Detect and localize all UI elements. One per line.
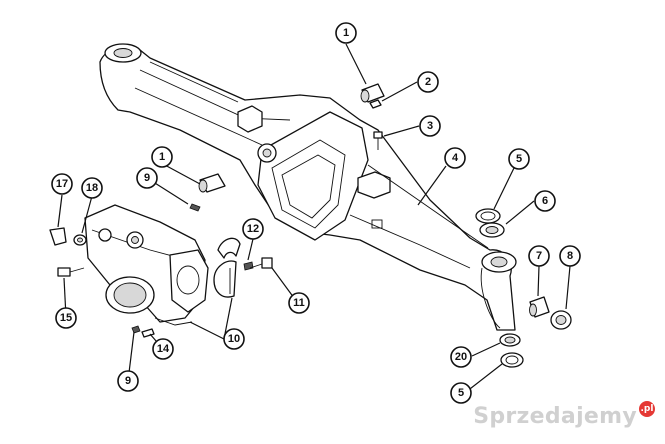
bearing-half-shells — [213, 237, 241, 298]
callout-4: 4 — [444, 147, 466, 169]
callout-8: 8 — [559, 245, 581, 267]
seal-8 — [550, 310, 572, 330]
callout-circle — [117, 370, 139, 392]
callout-circle — [444, 147, 466, 169]
bush-right — [529, 296, 550, 318]
callout-number: 5 — [458, 387, 464, 399]
callout-number: 2 — [425, 76, 431, 88]
callout-9: 9 — [136, 167, 158, 189]
callout-circle — [242, 218, 264, 240]
bracket — [49, 227, 67, 246]
callout-circle — [417, 71, 439, 93]
callout-number: 12 — [247, 223, 259, 235]
callout-number: 20 — [455, 351, 467, 363]
callout-circle — [151, 146, 173, 168]
bolt-right — [249, 257, 273, 269]
callout-circle — [508, 148, 530, 170]
callout-circle — [152, 338, 174, 360]
grease-fitting — [369, 99, 382, 109]
callout-number: 14 — [157, 343, 170, 355]
bush-upper — [360, 83, 385, 103]
callout-circle — [55, 307, 77, 329]
callout-6: 6 — [534, 190, 556, 212]
axle-housing — [99, 43, 517, 331]
callout-number: 11 — [293, 297, 305, 309]
callout-circle — [51, 173, 73, 195]
callout-number: 17 — [56, 178, 68, 190]
callout-number: 9 — [144, 172, 150, 184]
callout-number: 15 — [60, 312, 72, 324]
callout-circle — [419, 115, 441, 137]
callout-circle — [534, 190, 556, 212]
watermark-text: Sprzedajemy — [473, 403, 637, 429]
callout-5: 5 — [508, 148, 530, 170]
callout-7: 7 — [528, 245, 550, 267]
callout-number: 4 — [452, 152, 459, 164]
callout-3: 3 — [419, 115, 441, 137]
callout-number: 10 — [228, 333, 240, 345]
callout-number: 18 — [86, 182, 98, 194]
pin-12 — [243, 261, 254, 271]
bolt-left — [57, 267, 85, 277]
callout-circle — [223, 328, 245, 350]
washer — [73, 234, 87, 246]
callout-17: 17 — [51, 173, 73, 195]
callout-1: 1 — [151, 146, 173, 168]
bleed-screw — [373, 131, 383, 150]
dowel-pin-upper — [189, 203, 201, 212]
callout-number: 3 — [427, 120, 433, 132]
callout-number: 7 — [536, 250, 542, 262]
callout-number: 8 — [567, 250, 573, 262]
callout-5: 5 — [450, 382, 472, 404]
callout-number: 5 — [516, 153, 522, 165]
callout-1: 1 — [335, 22, 357, 44]
seal-lower — [500, 352, 524, 368]
callout-number: 6 — [542, 195, 548, 207]
callout-14: 14 — [152, 338, 174, 360]
callout-20: 20 — [450, 346, 472, 368]
callout-circle — [528, 245, 550, 267]
callout-circle — [335, 22, 357, 44]
callout-number: 9 — [125, 375, 131, 387]
callout-circle — [136, 167, 158, 189]
callout-18: 18 — [81, 177, 103, 199]
watermark-logo: Sprzedajemy .pl — [473, 401, 655, 430]
callout-circle — [81, 177, 103, 199]
dowel-pin-lower — [131, 325, 141, 334]
washer-20 — [499, 333, 521, 347]
pin-14 — [141, 328, 155, 338]
callout-circle — [450, 382, 472, 404]
seal-6 — [479, 222, 505, 238]
callout-15: 15 — [55, 307, 77, 329]
callout-circle — [288, 292, 310, 314]
callout-number: 1 — [343, 27, 349, 39]
callout-12: 12 — [242, 218, 264, 240]
callout-circle — [559, 245, 581, 267]
callout-11: 11 — [288, 292, 310, 314]
seal-upper — [475, 208, 501, 224]
callout-10: 10 — [223, 328, 245, 350]
callout-2: 2 — [417, 71, 439, 93]
watermark-badge: .pl — [639, 401, 655, 417]
callout-9: 9 — [117, 370, 139, 392]
callout-number: 1 — [159, 151, 165, 163]
knuckle-housing — [84, 204, 209, 326]
callout-circle — [450, 346, 472, 368]
bush-left — [198, 173, 226, 193]
